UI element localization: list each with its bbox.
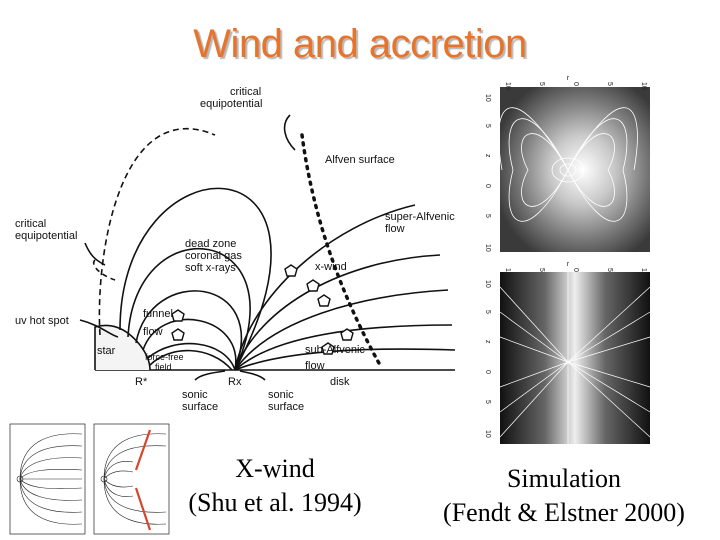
- label-flow-sub: flow: [305, 360, 325, 372]
- sim-top-tick: 5: [538, 82, 545, 86]
- sim-side-tick: 10: [484, 280, 491, 288]
- caption-right: Simulation (Fendt & Elstner 2000): [428, 462, 700, 530]
- funnel-line: [149, 349, 233, 371]
- sim-top-tick: 5: [538, 268, 545, 272]
- label-sub-alfvenic: sub-Alfvenic: [305, 344, 365, 356]
- wind-line-3: [234, 289, 449, 371]
- critical-equipotential-left: [93, 259, 116, 281]
- sim-side-tick: 5: [484, 214, 491, 218]
- marker-4: [171, 309, 185, 322]
- sim-side-tick: 5: [484, 400, 491, 404]
- sim-axis-letter-top: r: [567, 75, 570, 82]
- xwind-diagram: critical equipotential Alfven surface su…: [15, 86, 455, 413]
- label-funnel: funnel: [143, 308, 173, 320]
- simulation-panels: r r 10 5 0 5 10 10 5 z 0 5 10 10 5 0 5 10 10 5 z 0 5 10: [484, 75, 651, 444]
- caption-left-citation: (Shu et al. 1994): [188, 488, 362, 517]
- critical-equipotential-top: [98, 127, 216, 336]
- caption-left: X-wind (Shu et al. 1994): [180, 452, 370, 520]
- field-loop-3: [135, 290, 243, 371]
- arrow-uv: [79, 319, 119, 338]
- caption-right-citation: (Fendt & Elstner 2000): [443, 498, 685, 527]
- label-force-free: force-free: [145, 352, 184, 362]
- caption-right-title: Simulation: [506, 464, 622, 493]
- field-loop-2: [127, 247, 251, 371]
- sim-top-tick: 10: [504, 268, 511, 276]
- label-critical-left: critical: [15, 218, 46, 230]
- arrow-critical: [283, 114, 296, 151]
- label-uv-hot-spot: uv hot spot: [15, 315, 69, 327]
- label-sonic-left: sonic: [182, 389, 208, 401]
- marker-6: [340, 328, 354, 341]
- label-equipotential-top: equipotential: [200, 98, 262, 110]
- sim-side-tick: 10: [484, 430, 491, 438]
- marker-3: [317, 294, 331, 307]
- label-x-wind: x-wind: [315, 261, 347, 273]
- label-sonic-right: sonic: [268, 389, 294, 401]
- marker-2: [306, 279, 320, 292]
- sim-side-tick: 10: [484, 94, 491, 102]
- sim-top-tick: 10: [504, 82, 511, 90]
- wind-line-1: [234, 204, 416, 371]
- marker-1: [284, 264, 298, 277]
- thumbnail-left-lines: [16, 433, 83, 525]
- marker-5: [171, 328, 185, 341]
- field-thumbnails: [9, 423, 170, 535]
- label-coronal-gas: coronal gas: [185, 250, 242, 262]
- label-r-x: Rx: [228, 376, 242, 388]
- sim-side-tick: z: [484, 340, 491, 344]
- simulation-bottom-rays: [499, 272, 651, 444]
- label-equipotential-left: equipotential: [15, 230, 77, 242]
- arrow-sonic-left: [194, 370, 226, 381]
- sim-axis-ticks: 10 5 0 5 10 10 5 z 0 5 10 10 5 0 5 10 10 5 z 0 5 10: [484, 82, 647, 438]
- marker-7: [321, 342, 335, 355]
- simulation-top-image: [500, 87, 650, 252]
- arrow-sonic-right: [239, 370, 266, 381]
- label-soft-xrays: soft x-rays: [185, 262, 236, 274]
- label-super-alfvenic: super-Alfvenic: [385, 211, 455, 223]
- label-critical-top: critical: [230, 86, 261, 98]
- sim-top-tick: 0: [572, 82, 579, 86]
- label-disk: disk: [330, 376, 350, 388]
- arrow-critical-left: [84, 242, 106, 266]
- label-flow-funnel: flow: [143, 326, 163, 338]
- sim-side-tick: 10: [484, 244, 491, 252]
- star-shape: [94, 324, 151, 371]
- label-r-star: R*: [135, 376, 148, 388]
- label-dead-zone: dead zone: [185, 238, 236, 250]
- label-field: field: [155, 362, 172, 372]
- thumbnail-red-lines: [134, 429, 152, 531]
- sim-side-tick: 0: [484, 370, 491, 374]
- sim-top-tick: 10: [640, 268, 647, 276]
- sim-side-tick: 5: [484, 124, 491, 128]
- thumbnail-right-frame: [93, 423, 170, 535]
- sim-top-tick: 0: [572, 268, 579, 272]
- caption-left-title: X-wind: [235, 454, 315, 483]
- thumbnail-left-frame: [9, 423, 86, 535]
- sim-side-tick: 5: [484, 310, 491, 314]
- sim-top-tick: 10: [640, 82, 647, 90]
- field-loop-5: [147, 342, 236, 371]
- alfven-surface: [300, 133, 382, 367]
- label-alfven-surface: Alfven surface: [325, 154, 395, 166]
- simulation-top-contours: [498, 107, 638, 222]
- label-surface-left: surface: [182, 401, 218, 413]
- label-flow-super: flow: [385, 223, 405, 235]
- field-loop-outer: [119, 187, 272, 371]
- sim-side-tick: z: [484, 154, 491, 158]
- sim-side-tick: 0: [484, 184, 491, 188]
- label-surface-right: surface: [268, 401, 304, 413]
- thumbnail-right-lines: [100, 433, 167, 525]
- sim-top-tick: 5: [606, 82, 613, 86]
- label-star: star: [97, 345, 116, 357]
- sim-axis-letter-bottom: r: [567, 261, 570, 268]
- field-loop-4: [142, 318, 237, 371]
- slide-title: Wind and accretion: [193, 22, 527, 66]
- sim-top-tick: 5: [606, 268, 613, 272]
- wind-line-4: [234, 324, 453, 371]
